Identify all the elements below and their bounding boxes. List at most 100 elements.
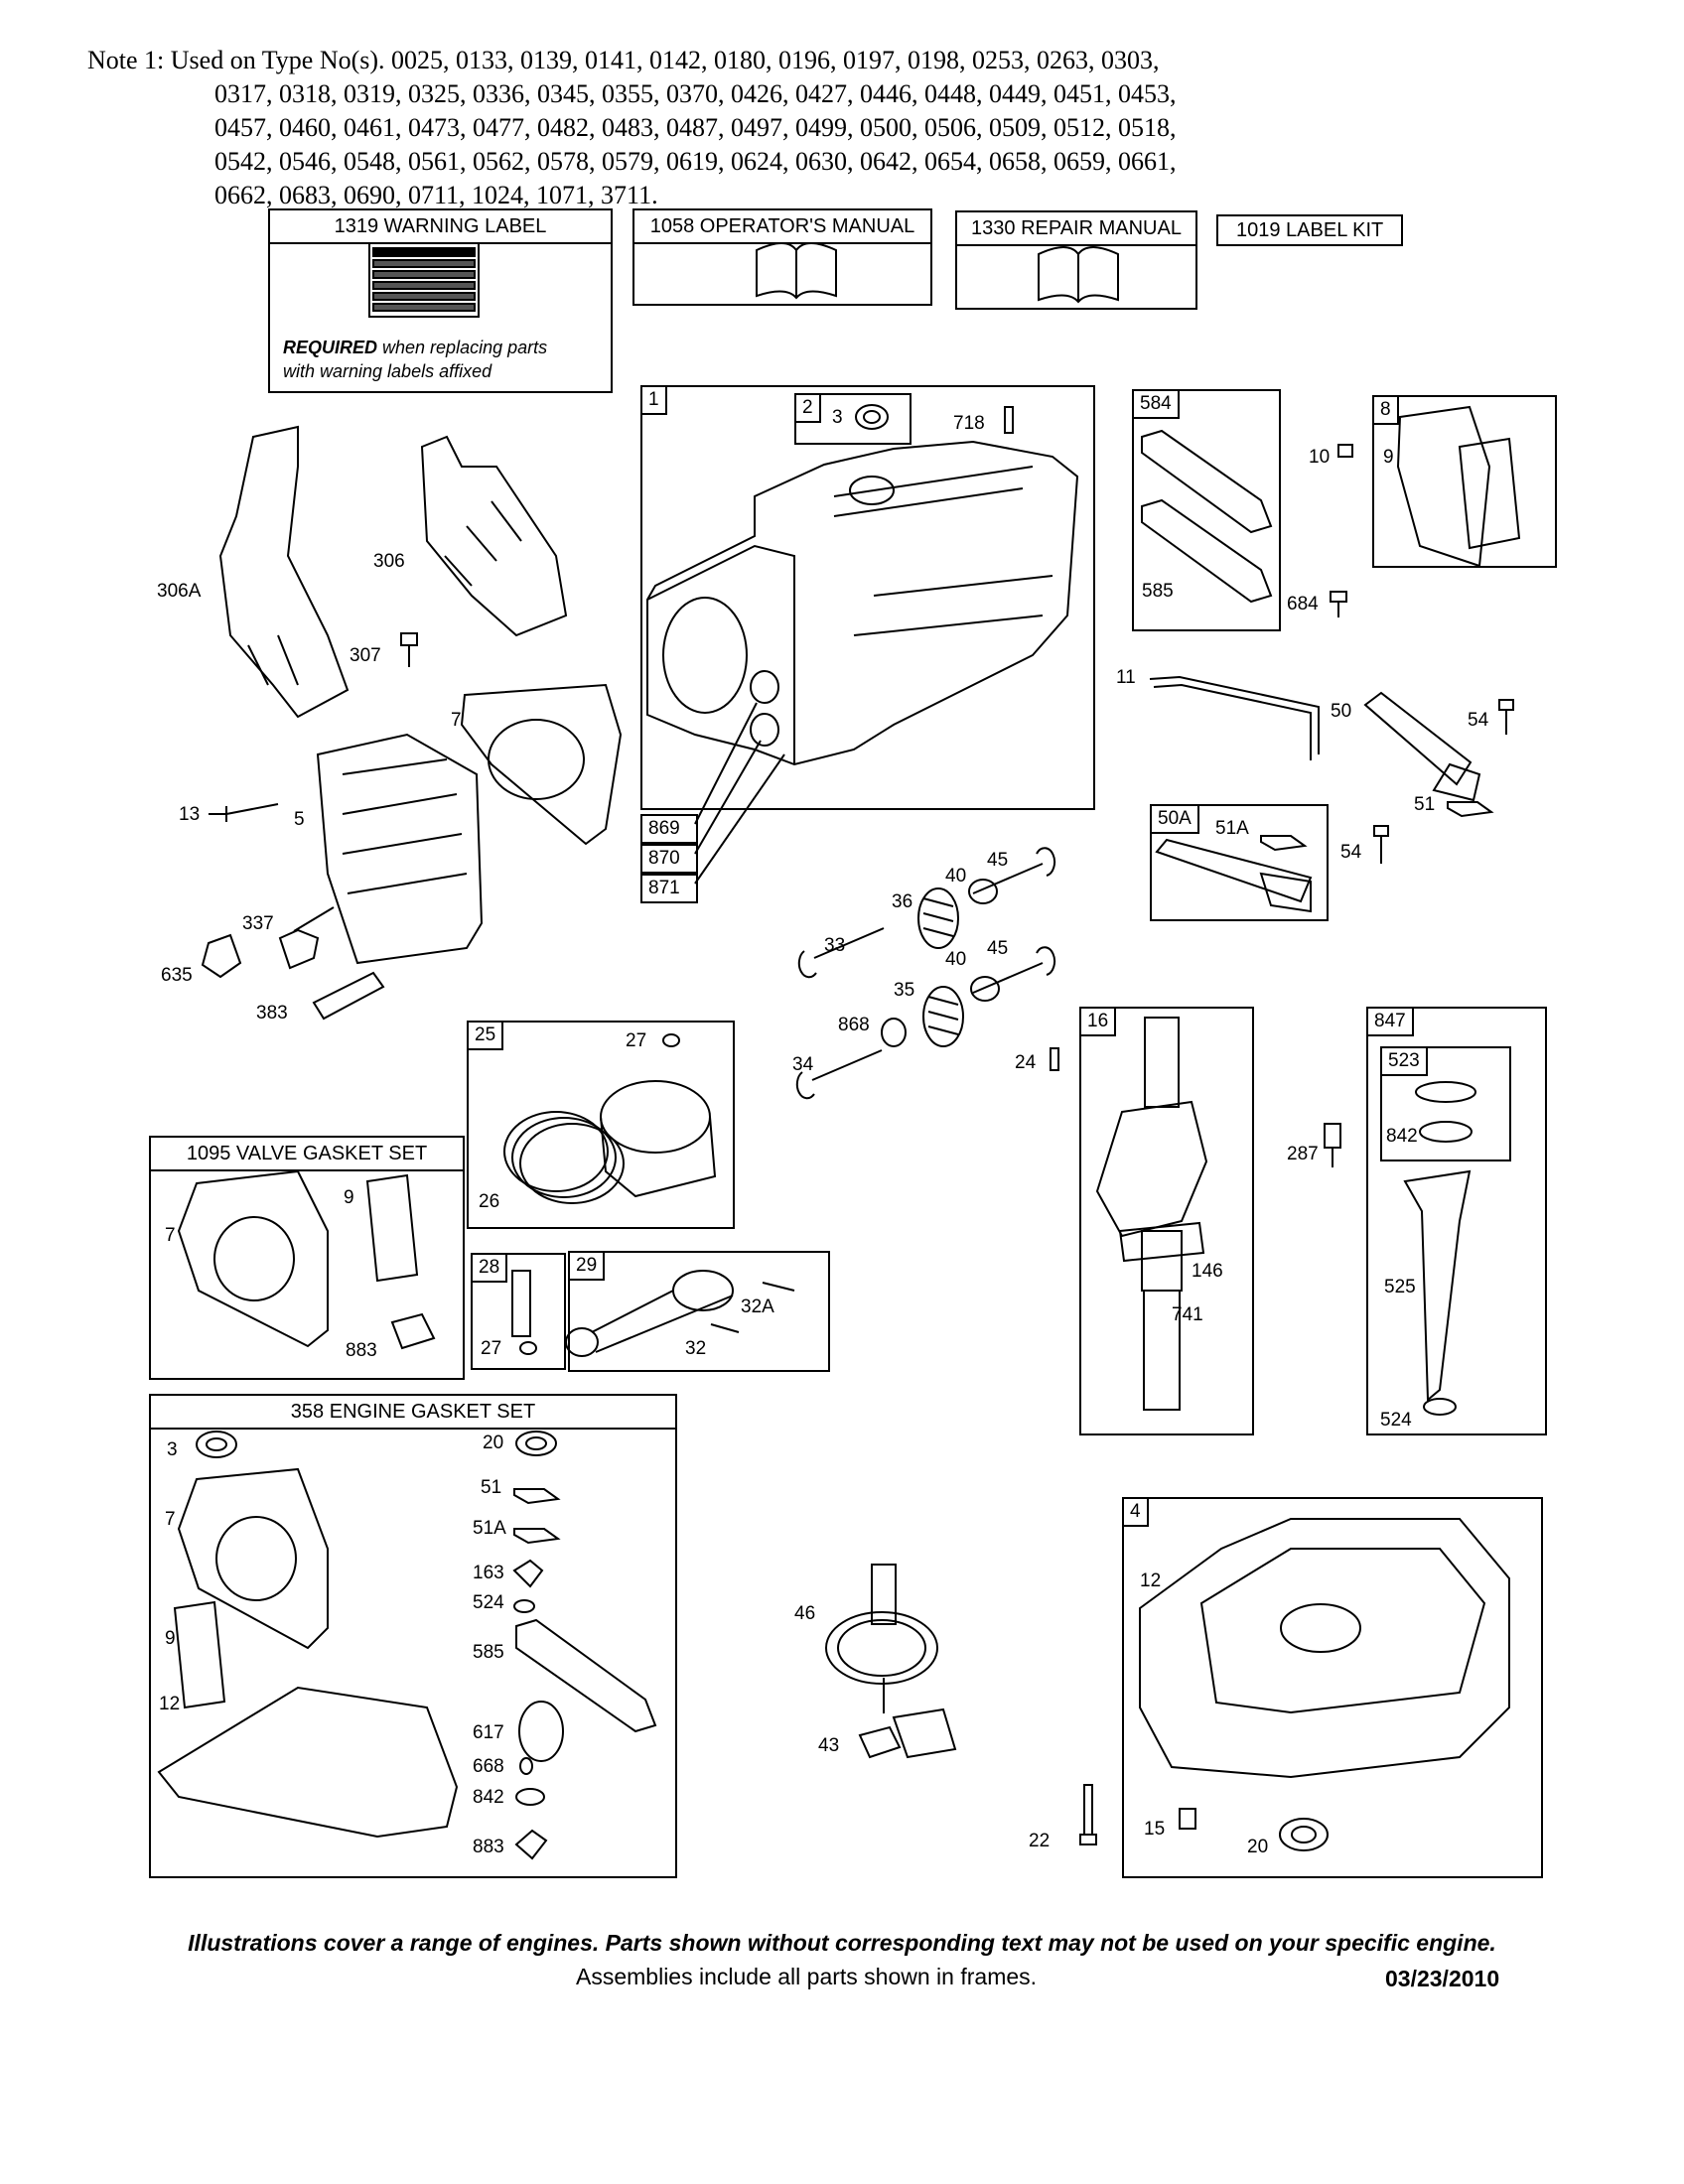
- frame-8: [1372, 395, 1557, 568]
- assemblies-note: Assemblies include all parts shown in fr…: [576, 1964, 1038, 1989]
- label-525: 525: [1384, 1277, 1416, 1297]
- frame-523: [1380, 1046, 1511, 1161]
- label-146: 146: [1192, 1261, 1223, 1282]
- type-note-line-5: 0662, 0683, 0690, 0711, 1024, 1071, 3711…: [214, 181, 658, 209]
- label-46: 46: [794, 1603, 816, 1624]
- label-valve-set-7: 7: [165, 1225, 176, 1246]
- egs-seal-20-icon: [515, 1431, 557, 1456]
- air-baffle-306-drawing: [420, 435, 568, 637]
- frame-number-847: 847: [1366, 1007, 1414, 1036]
- label-54-lower: 54: [1340, 842, 1362, 863]
- egs-seal-3-icon: [196, 1431, 237, 1458]
- label-22: 22: [1029, 1831, 1051, 1851]
- label-egs-524: 524: [473, 1592, 504, 1613]
- label-43: 43: [818, 1735, 840, 1756]
- bolt-13-icon: [209, 803, 279, 822]
- screw-684-icon: [1330, 591, 1347, 617]
- spark-plug-icon: [278, 906, 335, 970]
- seal-20b-icon: [1279, 1818, 1329, 1851]
- frame-number-1: 1: [640, 385, 667, 415]
- label-40-lower: 40: [945, 949, 967, 970]
- label-valve-set-9: 9: [344, 1187, 354, 1208]
- frame-847: [1366, 1007, 1547, 1435]
- operators-manual-book-icon: [756, 242, 837, 300]
- label-34: 34: [792, 1054, 814, 1075]
- frame-number-8: 8: [1372, 395, 1399, 425]
- engine-gasket-set-frame: 358 ENGINE GASKET SET: [149, 1394, 677, 1878]
- label-32a: 32A: [741, 1297, 774, 1317]
- label-45-lower: 45: [987, 938, 1009, 959]
- piston-rings-drawing: [503, 1111, 625, 1204]
- sump-drawing: [1139, 1518, 1510, 1779]
- egs-ring-524-icon: [513, 1599, 535, 1613]
- frame-4-sump: [1122, 1497, 1543, 1878]
- gasket-51a-icon: [1260, 835, 1308, 852]
- egs-gasket-585-drawing: [515, 1618, 657, 1733]
- label-valve-set-883: 883: [346, 1340, 377, 1361]
- frame-number-16: 16: [1079, 1007, 1117, 1036]
- oil-fill-cap-drawing: [1403, 1081, 1476, 1416]
- egs-ring-842-icon: [515, 1788, 545, 1806]
- label-kit-box: 1019 LABEL KIT: [1216, 214, 1404, 246]
- label-10: 10: [1309, 447, 1331, 468]
- governor-43-drawing: [858, 1707, 957, 1759]
- label-egs-51a: 51A: [473, 1518, 506, 1539]
- valve-34-icon: [795, 1049, 883, 1100]
- label-306a: 306A: [157, 581, 202, 602]
- label-egs-585: 585: [473, 1642, 504, 1663]
- egs-oring-617-icon: [518, 1701, 564, 1762]
- frame-29: [568, 1251, 830, 1372]
- frame-50a: [1150, 804, 1329, 921]
- type-note-line-4: 0542, 0546, 0548, 0561, 0562, 0578, 0579…: [214, 147, 1177, 176]
- label-egs-9: 9: [165, 1628, 176, 1649]
- cylinder-block-drawing: [646, 440, 1079, 766]
- label-13: 13: [179, 804, 201, 825]
- valve-set-head-gasket-drawing: [177, 1169, 329, 1348]
- label-egs-51: 51: [481, 1477, 502, 1498]
- camshaft-gear-drawing: [825, 1564, 938, 1713]
- label-287: 287: [1287, 1144, 1319, 1164]
- valve-gasket-set-frame: 1095 VALVE GASKET SET: [149, 1136, 465, 1380]
- repair-manual-title: 1330 REPAIR MANUAL: [957, 212, 1195, 246]
- label-9-breather: 9: [1383, 447, 1394, 468]
- warning-decal-icon: [368, 242, 480, 318]
- required-bold: REQUIRED: [283, 338, 378, 357]
- egs-head-gasket-drawing: [177, 1467, 329, 1650]
- clip-27-icon: [519, 1033, 680, 1355]
- frame-number-25: 25: [467, 1021, 504, 1050]
- frame-number-523: 523: [1380, 1046, 1428, 1076]
- label-51: 51: [1414, 794, 1436, 815]
- piston-drawing: [600, 1080, 717, 1198]
- valve-gasket-set-title: 1095 VALVE GASKET SET: [151, 1138, 463, 1171]
- label-egs-617: 617: [473, 1722, 504, 1743]
- label-54: 54: [1468, 710, 1489, 731]
- dowel-pin-icon: [1004, 406, 1014, 434]
- egs-breather-gasket-drawing: [173, 1600, 226, 1709]
- label-26: 26: [479, 1191, 500, 1212]
- retainer-40-icon: [968, 879, 1000, 1002]
- frame-584: [1132, 389, 1281, 631]
- label-egs-842: 842: [473, 1787, 504, 1808]
- label-egs-3: 3: [167, 1439, 178, 1460]
- tube-50a-drawing: [1155, 838, 1313, 913]
- label-635: 635: [161, 965, 193, 986]
- label-11: 11: [1116, 667, 1136, 688]
- leader-871: [694, 753, 785, 885]
- label-741: 741: [1172, 1304, 1203, 1325]
- frame-25: [467, 1021, 735, 1229]
- screw-54b-icon: [1373, 825, 1389, 864]
- egs-sump-gasket-drawing: [157, 1686, 459, 1839]
- label-337: 337: [242, 913, 274, 934]
- frame-number-869: 869: [640, 814, 698, 844]
- breather-8-drawing: [1396, 405, 1521, 568]
- label-40-upper: 40: [945, 866, 967, 887]
- label-684: 684: [1287, 594, 1319, 614]
- valve-spring-35-icon: [922, 986, 964, 1047]
- egs-gasket-163-icon: [512, 1559, 544, 1588]
- frame-number-4: 4: [1122, 1497, 1149, 1527]
- label-27-pin: 27: [481, 1338, 502, 1359]
- frame-number-29: 29: [568, 1251, 606, 1281]
- frame-number-871: 871: [640, 874, 698, 903]
